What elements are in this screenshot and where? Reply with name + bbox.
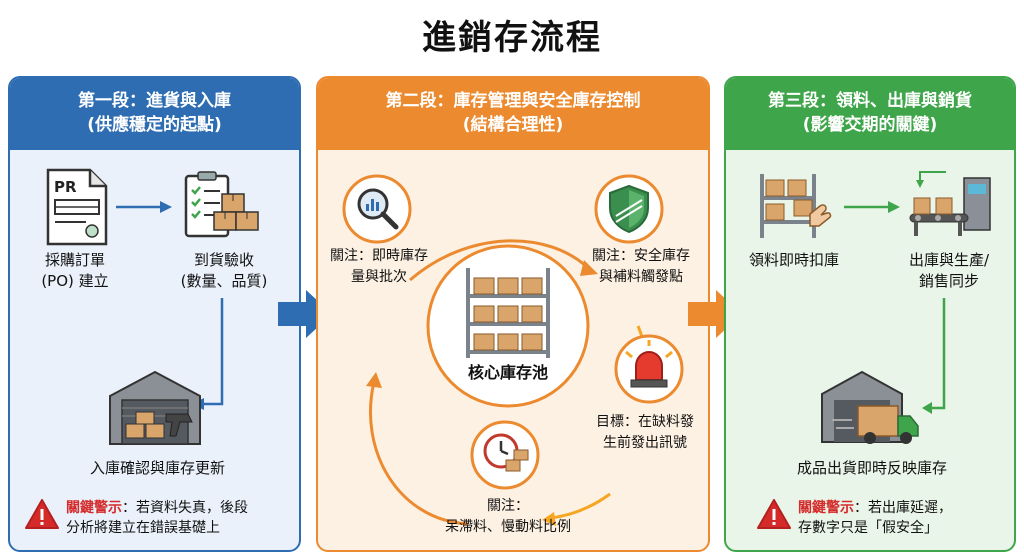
clock-boxes-icon bbox=[470, 420, 540, 490]
receive-label-line1: 到貨驗收 bbox=[193, 251, 254, 269]
warning-icon bbox=[757, 499, 791, 529]
conveyor-machine-icon bbox=[909, 171, 991, 236]
focus1-line2: 量與批次 bbox=[351, 269, 407, 285]
stage3-panel: 第三段：領料、出庫與銷貨 (影響交期的關鍵) 領料即時扣庫 出庫與生產/ 銷售同… bbox=[724, 76, 1016, 552]
stage2-subtitle: (結構合理性) bbox=[462, 115, 564, 135]
warehouse-truck-icon bbox=[821, 370, 919, 444]
po-label-line1: 採購訂單 bbox=[44, 251, 105, 269]
core-label: 核心庫存池 bbox=[467, 363, 548, 382]
focus1-label: 關注：即時庫存 量與批次 bbox=[320, 246, 438, 288]
goal-line2: 生前發出訊號 bbox=[603, 435, 687, 451]
warehouse-scanner-icon bbox=[109, 370, 201, 445]
receive-label: 到貨驗收 (數量、品質) bbox=[160, 250, 288, 292]
shelf-boxes-icon bbox=[426, 244, 590, 408]
shield-icon bbox=[594, 174, 664, 244]
ship-label: 成品出貨即時反映庫存 bbox=[796, 459, 947, 477]
stage1-panel: 第一段：進貨與入庫 (供應穩定的起點) PR 採購訂單 (PO) 建立 到貨 bbox=[8, 76, 301, 552]
stage3-warning-text1: ：若出庫延遲， bbox=[854, 500, 952, 516]
stage3-warning: 關鍵警示：若出庫延遲， 存數字只是「假安全」 bbox=[798, 498, 1012, 538]
stage3-subtitle: (影響交期的關鍵) bbox=[802, 115, 938, 135]
focus3-label: 關注： 呆滯料、慢動料比例 bbox=[418, 496, 598, 538]
po-label: 採購訂單 (PO) 建立 bbox=[20, 250, 130, 292]
warning-icon bbox=[25, 499, 59, 529]
stage3-title: 第三段：領料、出庫與銷貨 bbox=[768, 91, 972, 111]
pick-label: 領料即時扣庫 bbox=[748, 251, 839, 269]
goal-line1: 目標：在缺料發 bbox=[596, 414, 694, 430]
focus2-label: 關注：安全庫存 與補料觸發點 bbox=[576, 246, 706, 288]
arrow-po-to-receive bbox=[116, 201, 172, 213]
focus1-line1: 關注：即時庫存 bbox=[330, 248, 428, 264]
focus3-line1: 關注： bbox=[487, 498, 529, 514]
clipboard-boxes-icon bbox=[184, 171, 259, 238]
receive-label-line2: (數量、品質) bbox=[180, 272, 268, 290]
document-text: PR bbox=[54, 178, 77, 196]
stage2-panel: 第二段：庫存管理與安全庫存控制 (結構合理性) 關注：即時庫存 量與批次 關注：… bbox=[316, 76, 710, 552]
po-label-line2: (PO) 建立 bbox=[41, 272, 109, 290]
inventory-cycle-arrows bbox=[366, 239, 647, 526]
stage1-title: 第一段：進貨與入庫 bbox=[78, 91, 231, 111]
stage2-title: 第二段：庫存管理與安全庫存控制 bbox=[385, 91, 641, 111]
stage2-header: 第二段：庫存管理與安全庫存控制 (結構合理性) bbox=[318, 78, 708, 150]
hand-shelf-icon bbox=[760, 174, 832, 238]
sync-label-line2: 銷售同步 bbox=[918, 272, 979, 290]
stage3-header: 第三段：領料、出庫與銷貨 (影響交期的關鍵) bbox=[726, 78, 1014, 150]
magnifier-chart-icon bbox=[342, 174, 412, 244]
stock-label: 入庫確認與庫存更新 bbox=[89, 459, 225, 477]
siren-icon bbox=[614, 334, 684, 404]
stage1-warning: 關鍵警示：若資料失真，後段 分析將建立在錯誤基礎上 bbox=[66, 498, 296, 538]
focus2-line2: 與補料觸發點 bbox=[599, 269, 683, 285]
sync-label-line1: 出庫與生產/ bbox=[908, 251, 990, 269]
sync-label: 出庫與生產/ 銷售同步 bbox=[884, 250, 1014, 292]
stage1-warning-text1: ：若資料失真，後段 bbox=[122, 500, 248, 516]
stage1-header: 第一段：進貨與入庫 (供應穩定的起點) bbox=[10, 78, 299, 150]
focus2-line1: 關注：安全庫存 bbox=[592, 248, 690, 264]
stage1-warning-text2: 分析將建立在錯誤基礎上 bbox=[66, 520, 220, 536]
arrow-pick-to-sync bbox=[844, 201, 900, 213]
arrow-sync-to-ship bbox=[922, 298, 946, 414]
stage3-warning-key: 關鍵警示 bbox=[798, 500, 854, 516]
document-icon: PR bbox=[46, 168, 108, 246]
page-title: 進銷存流程 bbox=[422, 18, 602, 58]
stage1-subtitle: (供應穩定的起點) bbox=[87, 115, 222, 135]
goal-label: 目標：在缺料發 生前發出訊號 bbox=[582, 412, 708, 454]
stage3-warning-text2: 存數字只是「假安全」 bbox=[798, 520, 938, 536]
focus3-line2: 呆滯料、慢動料比例 bbox=[445, 519, 571, 535]
stage1-warning-key: 關鍵警示 bbox=[66, 500, 122, 516]
